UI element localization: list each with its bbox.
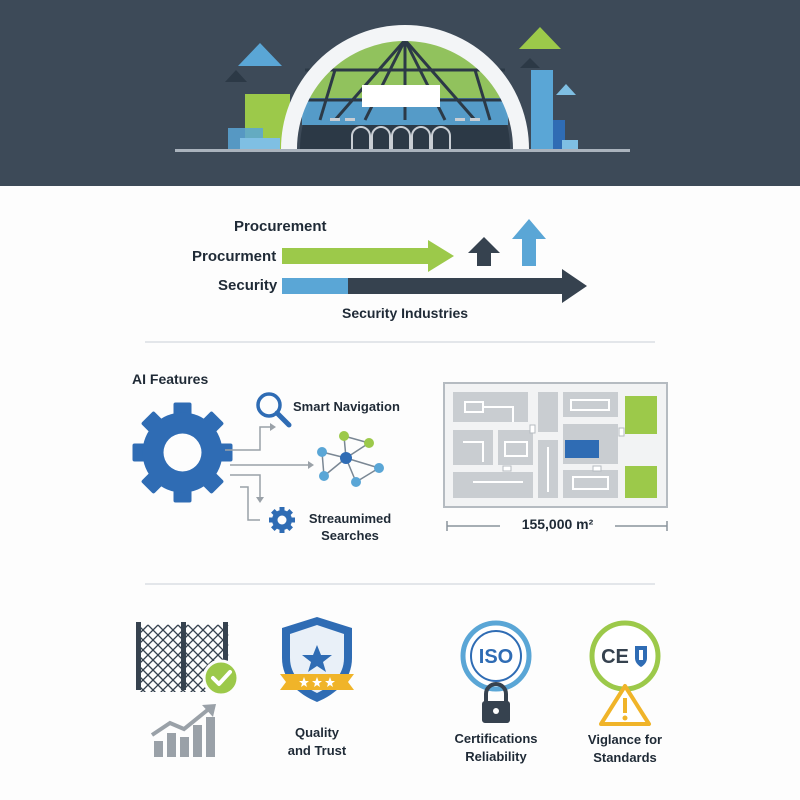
streamlined-line-2: Searches (321, 528, 379, 543)
streamlined-searches-label: Streaumimed Searches (300, 510, 400, 544)
vigilance-line-2: Standards (593, 750, 657, 765)
vigilance-line-1: Viglance for (587, 732, 663, 747)
cert-line-1: Certifications (454, 731, 538, 746)
fence-check-icon (133, 620, 243, 698)
streamlined-line-1: Streaumimed (308, 511, 392, 526)
ai-features-title: AI Features (132, 371, 209, 387)
cert-line-2: Reliability (465, 749, 527, 764)
security-bar-label: Security (218, 277, 278, 294)
gear-icon (132, 402, 233, 503)
smart-navigation-label: Smart Navigation (293, 399, 400, 414)
quality-line-2: and Trust (287, 743, 347, 758)
ce-badge-text: CE (601, 646, 629, 668)
vigilance-label: Viglance for Standards (570, 731, 680, 767)
hero-banner (0, 0, 800, 186)
procurement-title: Procurement (234, 218, 327, 235)
magnifier-icon (256, 392, 292, 428)
security-arrow (282, 269, 587, 303)
blue-up-arrow-icon (512, 219, 546, 266)
stadium-illustration (175, 25, 630, 152)
connector-lines (225, 423, 314, 521)
section-divider (145, 341, 655, 343)
security-industries-label: Security Industries (342, 305, 469, 321)
certifications-label: Certifications Reliability (441, 730, 551, 766)
section-divider-2 (145, 583, 655, 585)
shield-star-icon (280, 617, 354, 702)
procurement-arrow (282, 240, 454, 272)
iso-badge-text: ISO (479, 646, 513, 668)
quality-trust-label: Quality and Trust (262, 724, 372, 760)
floor-plan-map (443, 382, 668, 508)
procurement-bar-label: Procurment (192, 248, 277, 265)
growth-chart-icon (150, 704, 216, 757)
small-gear-icon (269, 507, 295, 533)
ce-warning-icon: CE (589, 620, 661, 726)
area-measurement: 155,000 m² (500, 516, 615, 532)
quality-line-1: Quality (294, 725, 340, 740)
iso-lock-icon: ISO (460, 620, 532, 723)
dark-up-arrow-icon (468, 237, 500, 266)
network-icon (317, 431, 384, 487)
